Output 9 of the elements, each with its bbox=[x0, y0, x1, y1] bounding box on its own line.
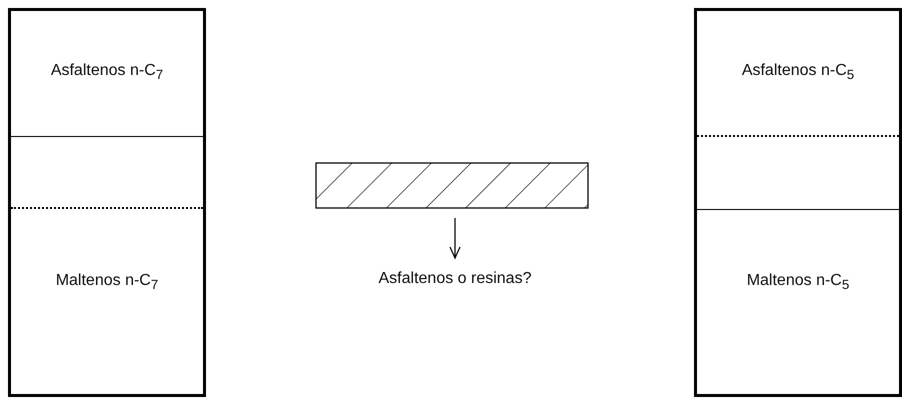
arrow bbox=[449, 218, 461, 259]
column-box bbox=[8, 8, 206, 397]
section-label: Maltenos n-C$_{5}$ bbox=[746, 271, 850, 294]
hatched-box bbox=[315, 162, 589, 209]
column-box bbox=[694, 8, 902, 397]
section-label: Asfaltenos n-C$_{5}$ bbox=[740, 61, 856, 84]
section-label: Asfaltenos n-C$_{7}$ bbox=[50, 61, 164, 84]
question-text: Asfaltenos o resinas? bbox=[330, 266, 580, 292]
section-label: Maltenos n-C$_{7}$ bbox=[54, 271, 160, 294]
